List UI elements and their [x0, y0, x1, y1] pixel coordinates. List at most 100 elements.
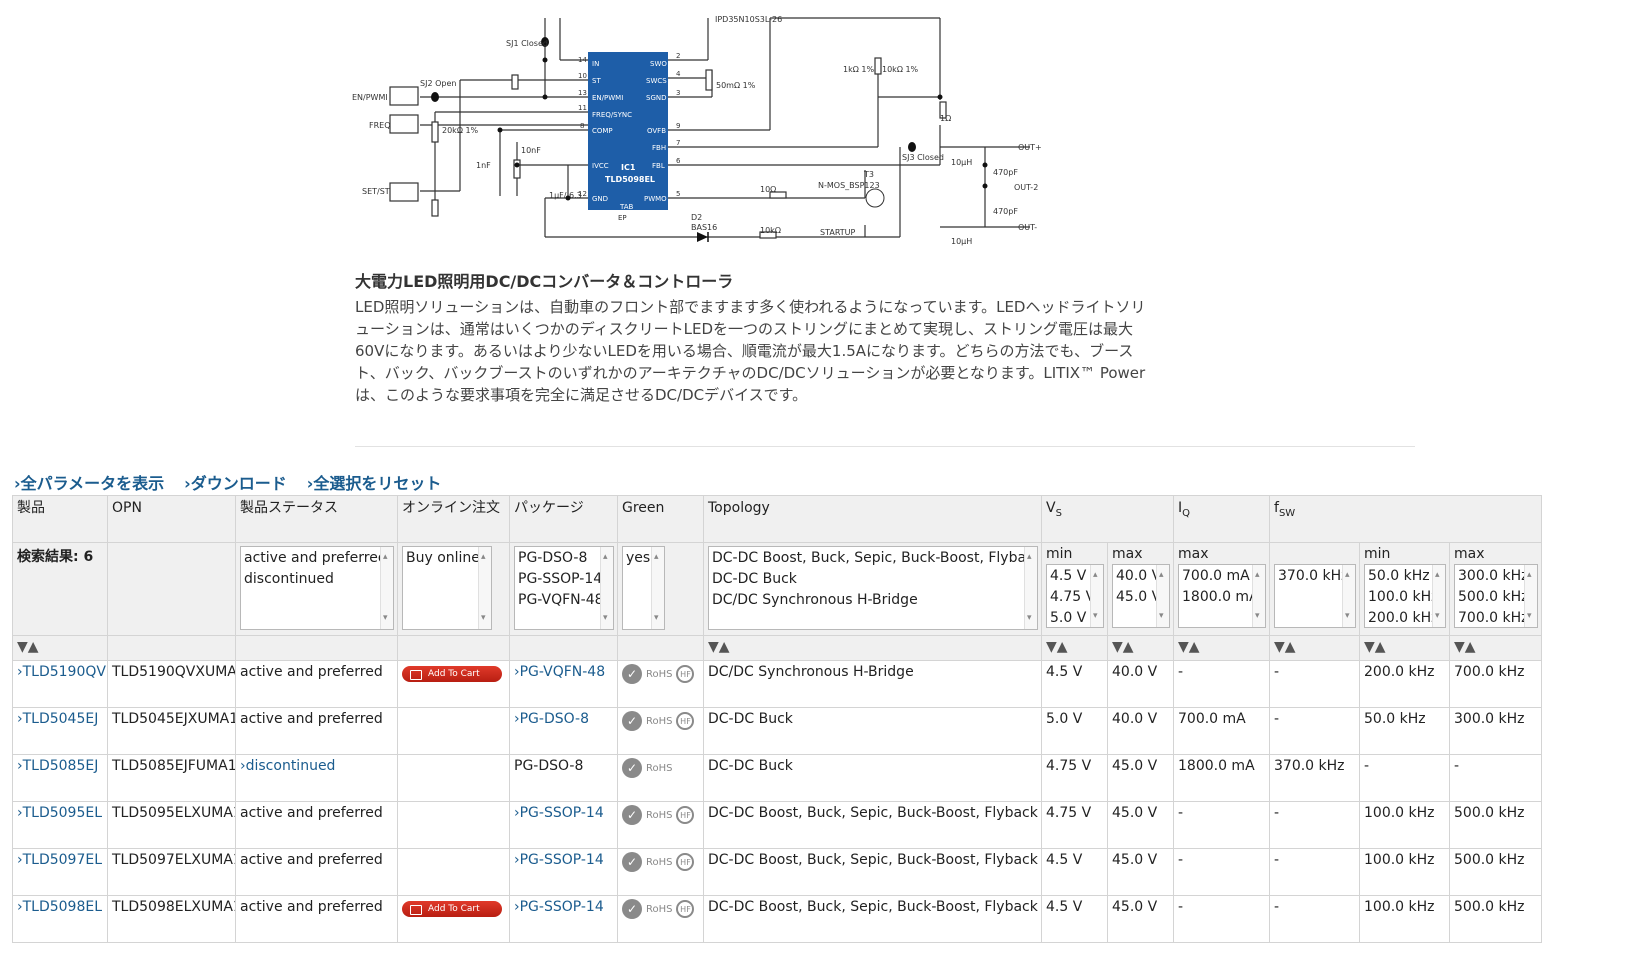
cell-opn: TLD5045EJXUMA1 — [107, 707, 236, 755]
topology-filter-list[interactable]: DC-DC Boost, Buck, Sepic, Buck-Boost, Fl… — [708, 546, 1038, 630]
add-to-cart-button[interactable]: Add To Cart — [402, 666, 502, 682]
scrollbar[interactable] — [380, 547, 393, 629]
product-link[interactable]: TLD5190QV — [17, 664, 106, 680]
status-filter-list[interactable]: active and preferred discontinued — [240, 546, 394, 630]
filter-option[interactable]: 100.0 kHz — [1368, 589, 1439, 605]
sort-vs-min[interactable]: ▼▲ — [1041, 635, 1108, 661]
show-all-params-link[interactable]: 全パラメータを表示 — [14, 470, 165, 494]
fsw-max-filter-list[interactable]: 300.0 kHz 500.0 kHz 700.0 kHz — [1454, 564, 1538, 628]
filter-option[interactable]: discontinued — [244, 571, 334, 587]
cell-package: PG-VQFN-48 — [509, 660, 618, 708]
green-filter-cell: yes — [617, 542, 704, 636]
filter-option[interactable]: 45.0 V — [1116, 589, 1162, 605]
filter-option[interactable]: 50.0 kHz — [1368, 568, 1430, 584]
filter-option[interactable]: 300.0 kHz — [1458, 568, 1529, 584]
sort-vs-max[interactable]: ▼▲ — [1107, 635, 1174, 661]
add-to-cart-button[interactable]: Add To Cart — [402, 901, 502, 917]
cell-green: ✓RoHS — [617, 754, 704, 802]
iq-max-filter-list[interactable]: 700.0 mA 1800.0 mA — [1178, 564, 1266, 628]
package-link[interactable]: PG-VQFN-48 — [514, 664, 605, 680]
filter-option[interactable]: 1800.0 mA — [1182, 589, 1259, 605]
rohs-label: RoHS — [646, 856, 673, 868]
label-c1nf: 1nF — [476, 161, 491, 170]
filter-option[interactable]: DC-DC Buck — [712, 571, 797, 587]
fsw-min-filter-list[interactable]: 50.0 kHz 100.0 kHz 200.0 kHz — [1364, 564, 1446, 628]
filter-option[interactable]: 370.0 kHz — [1278, 568, 1349, 584]
label-r10k1: 10kΩ 1% — [882, 65, 919, 74]
package-link[interactable]: PG-SSOP-14 — [514, 852, 604, 868]
filter-option[interactable]: 4.75 V — [1050, 589, 1096, 605]
product-link[interactable]: TLD5097EL — [17, 852, 102, 868]
status-text: active and preferred — [240, 711, 383, 727]
sort-iq[interactable]: ▼▲ — [1173, 635, 1270, 661]
filter-option[interactable]: active and preferred — [244, 550, 387, 566]
download-link[interactable]: ダウンロード — [184, 470, 287, 494]
scrollbar[interactable] — [1524, 565, 1537, 627]
filter-option[interactable]: 700.0 kHz — [1458, 610, 1529, 626]
cell-vs-max: 45.0 V — [1107, 895, 1174, 943]
product-link[interactable]: TLD5095EL — [17, 805, 102, 821]
label-sj1: SJ1 Closed — [506, 39, 548, 48]
filter-option[interactable]: PG-VQFN-48 — [518, 592, 604, 608]
pin-swo: SWO — [650, 60, 667, 68]
filter-option[interactable]: 5.0 V — [1050, 610, 1087, 626]
scrollbar[interactable] — [600, 547, 613, 629]
cell-product: TLD5045EJ — [12, 707, 108, 755]
sort-fsw-max[interactable]: ▼▲ — [1449, 635, 1542, 661]
vs-min-filter-list[interactable]: 4.5 V 4.75 V 5.0 V — [1046, 564, 1104, 628]
status-text: active and preferred — [240, 664, 383, 680]
col-status: 製品ステータス — [235, 495, 398, 543]
sort-empty — [397, 635, 510, 661]
scrollbar[interactable] — [1252, 565, 1265, 627]
fsw-filter-cell: - 370.0 kHz — [1269, 542, 1360, 636]
filter-option[interactable]: DC-DC Boost, Buck, Sepic, Buck-Boost, Fl… — [712, 550, 1038, 566]
filter-option[interactable]: Buy online — [406, 550, 480, 566]
sort-fsw[interactable]: ▼▲ — [1269, 635, 1360, 661]
cell-online — [397, 848, 510, 896]
sort-topology[interactable]: ▼▲ — [703, 635, 1042, 661]
pin-num: 11 — [578, 104, 587, 112]
product-link[interactable]: TLD5045EJ — [17, 711, 98, 727]
filter-option[interactable]: 40.0 V — [1116, 568, 1162, 584]
package-link[interactable]: PG-DSO-8 — [514, 711, 589, 727]
vs-max-filter-list[interactable]: 40.0 V 45.0 V — [1112, 564, 1170, 628]
product-link[interactable]: TLD5098EL — [17, 899, 102, 915]
scrollbar[interactable] — [1024, 547, 1037, 629]
range-min-label: min — [1046, 546, 1073, 562]
fsw-filter-list[interactable]: 370.0 kHz — [1274, 564, 1356, 628]
label-r1k: 1kΩ 1% — [843, 65, 874, 74]
status-link[interactable]: discontinued — [240, 758, 335, 774]
cell-iq: 1800.0 mA — [1173, 754, 1270, 802]
filter-option[interactable]: PG-DSO-8 — [518, 550, 588, 566]
scrollbar[interactable] — [651, 547, 664, 629]
reset-selection-link[interactable]: 全選択をリセット — [307, 470, 441, 494]
filter-option[interactable]: 500.0 kHz — [1458, 589, 1529, 605]
sort-product[interactable]: ▼▲ — [12, 635, 108, 661]
package-link[interactable]: PG-SSOP-14 — [514, 899, 604, 915]
filter-option[interactable]: 700.0 mA — [1182, 568, 1250, 584]
online-filter-list[interactable]: Buy online — [402, 546, 492, 630]
sort-fsw-min[interactable]: ▼▲ — [1359, 635, 1450, 661]
col-iq: IQ — [1173, 495, 1270, 543]
pin-num: 7 — [676, 139, 680, 147]
package-filter-list[interactable]: PG-DSO-8 PG-SSOP-14 PG-VQFN-48 — [514, 546, 614, 630]
scrollbar[interactable] — [478, 547, 491, 629]
parametric-table: 製品 OPN 製品ステータス オンライン注文 パッケージ Green Topol… — [12, 495, 1542, 943]
scrollbar[interactable] — [1342, 565, 1355, 627]
pin-num: 13 — [578, 89, 587, 97]
filter-option[interactable]: 4.5 V — [1050, 568, 1087, 584]
product-link[interactable]: TLD5085EJ — [17, 758, 98, 774]
green-filter-list[interactable]: yes — [622, 546, 665, 630]
filter-option[interactable]: PG-SSOP-14 — [518, 571, 603, 587]
filter-option[interactable]: DC/DC Synchronous H-Bridge — [712, 592, 918, 608]
scrollbar[interactable] — [1432, 565, 1445, 627]
filter-row: 検索結果: 6 active and preferred discontinue… — [12, 542, 1542, 636]
filter-option[interactable]: 200.0 kHz — [1368, 610, 1439, 626]
halogen-free-icon: HF — [676, 806, 695, 824]
package-link[interactable]: PG-SSOP-14 — [514, 805, 604, 821]
scrollbar[interactable] — [1156, 565, 1169, 627]
filter-option[interactable]: yes — [626, 550, 651, 566]
cell-iq: - — [1173, 660, 1270, 708]
scrollbar[interactable] — [1090, 565, 1103, 627]
cell-product: TLD5095EL — [12, 801, 108, 849]
